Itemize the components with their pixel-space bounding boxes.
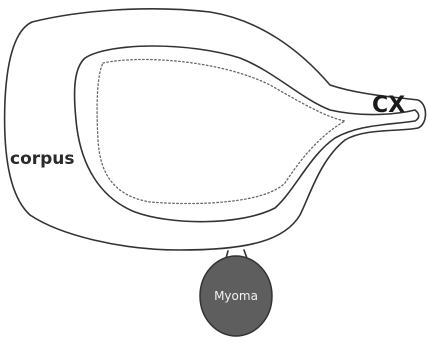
corpus-label: corpus [10,149,75,169]
myoma-mass [199,255,273,337]
cervix-label: CX [372,93,405,118]
uterine-inner-wall [73,45,420,223]
myoma-label: Myoma [214,289,258,303]
uterus-outer-wall [3,8,427,251]
endometrial-cavity-dotted-line [96,58,347,205]
